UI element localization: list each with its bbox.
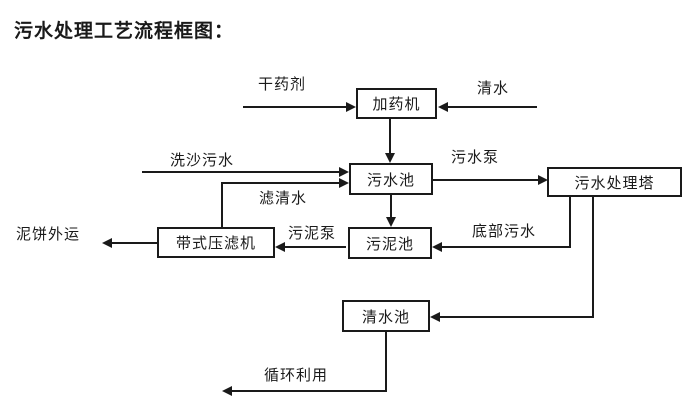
line-filtered-water-vertical xyxy=(221,182,223,227)
line-recycle-horizontal xyxy=(232,390,387,392)
line-sand-washing-sewage xyxy=(142,171,339,173)
label-mud-cake-out: 泥饼外运 xyxy=(16,226,81,243)
line-recycle-vertical xyxy=(385,332,387,391)
node-clear-water-pool: 清水池 xyxy=(342,300,430,332)
arrowhead-bottom-sewage-icon xyxy=(432,242,442,252)
line-mud-cake-out xyxy=(112,242,157,244)
node-treatment-tower: 污水处理塔 xyxy=(547,167,682,197)
line-dry-agent xyxy=(243,106,346,108)
arrowhead-sewage-pool-to-sludge-pool-icon xyxy=(386,217,396,227)
node-belt-filter-press: 带式压滤机 xyxy=(157,227,275,258)
arrowhead-sludge-pump-icon xyxy=(275,242,285,252)
label-dry-agent: 干药剂 xyxy=(258,76,307,93)
node-dosing-machine-label: 加药机 xyxy=(372,96,421,113)
arrowhead-recycle-icon xyxy=(222,386,232,396)
line-tower-to-clear-pool-horizontal xyxy=(440,316,594,318)
line-tower-to-clear-pool-vertical xyxy=(592,197,594,318)
label-clear-water: 清水 xyxy=(477,80,510,97)
node-sludge-pool-label: 污泥池 xyxy=(365,235,414,253)
node-clear-water-pool-label: 清水池 xyxy=(361,308,410,326)
line-dosing-to-sewage-pool xyxy=(389,118,391,153)
arrowhead-sand-washing-sewage-icon xyxy=(339,167,349,177)
arrowhead-dry-agent-icon xyxy=(346,102,356,112)
arrowhead-filtered-water-icon xyxy=(339,178,349,188)
label-sand-washing-sewage: 洗沙污水 xyxy=(170,152,235,169)
node-sewage-pool-label: 污水池 xyxy=(366,171,415,189)
label-bottom-sewage: 底部污水 xyxy=(472,223,537,240)
line-sewage-pool-to-sludge-pool xyxy=(390,195,392,217)
node-sewage-pool: 污水池 xyxy=(349,163,433,195)
line-sewage-pump xyxy=(433,179,538,181)
arrowhead-clear-water-icon xyxy=(438,102,448,112)
line-sludge-pump xyxy=(285,246,346,248)
label-recycle: 循环利用 xyxy=(264,367,329,384)
line-clear-water xyxy=(448,106,537,108)
arrowhead-tower-to-clear-pool-icon xyxy=(430,312,440,322)
label-sludge-pump: 污泥泵 xyxy=(288,225,337,242)
node-treatment-tower-label: 污水处理塔 xyxy=(574,174,655,192)
node-belt-filter-press-label: 带式压滤机 xyxy=(175,235,256,252)
label-sewage-pump: 污水泵 xyxy=(451,149,500,166)
line-bottom-sewage-vertical xyxy=(569,197,571,248)
arrowhead-sewage-pump-icon xyxy=(538,175,548,185)
line-filtered-water-horizontal xyxy=(221,182,339,184)
label-filtered-water: 滤清水 xyxy=(259,190,308,207)
arrowhead-mud-cake-out-icon xyxy=(102,238,112,248)
node-sludge-pool: 污泥池 xyxy=(348,227,432,259)
arrowhead-dosing-to-sewage-pool-icon xyxy=(385,153,395,163)
line-bottom-sewage-horizontal xyxy=(442,246,571,248)
diagram-title: 污水处理工艺流程框图： xyxy=(14,21,235,42)
node-dosing-machine: 加药机 xyxy=(356,88,437,119)
